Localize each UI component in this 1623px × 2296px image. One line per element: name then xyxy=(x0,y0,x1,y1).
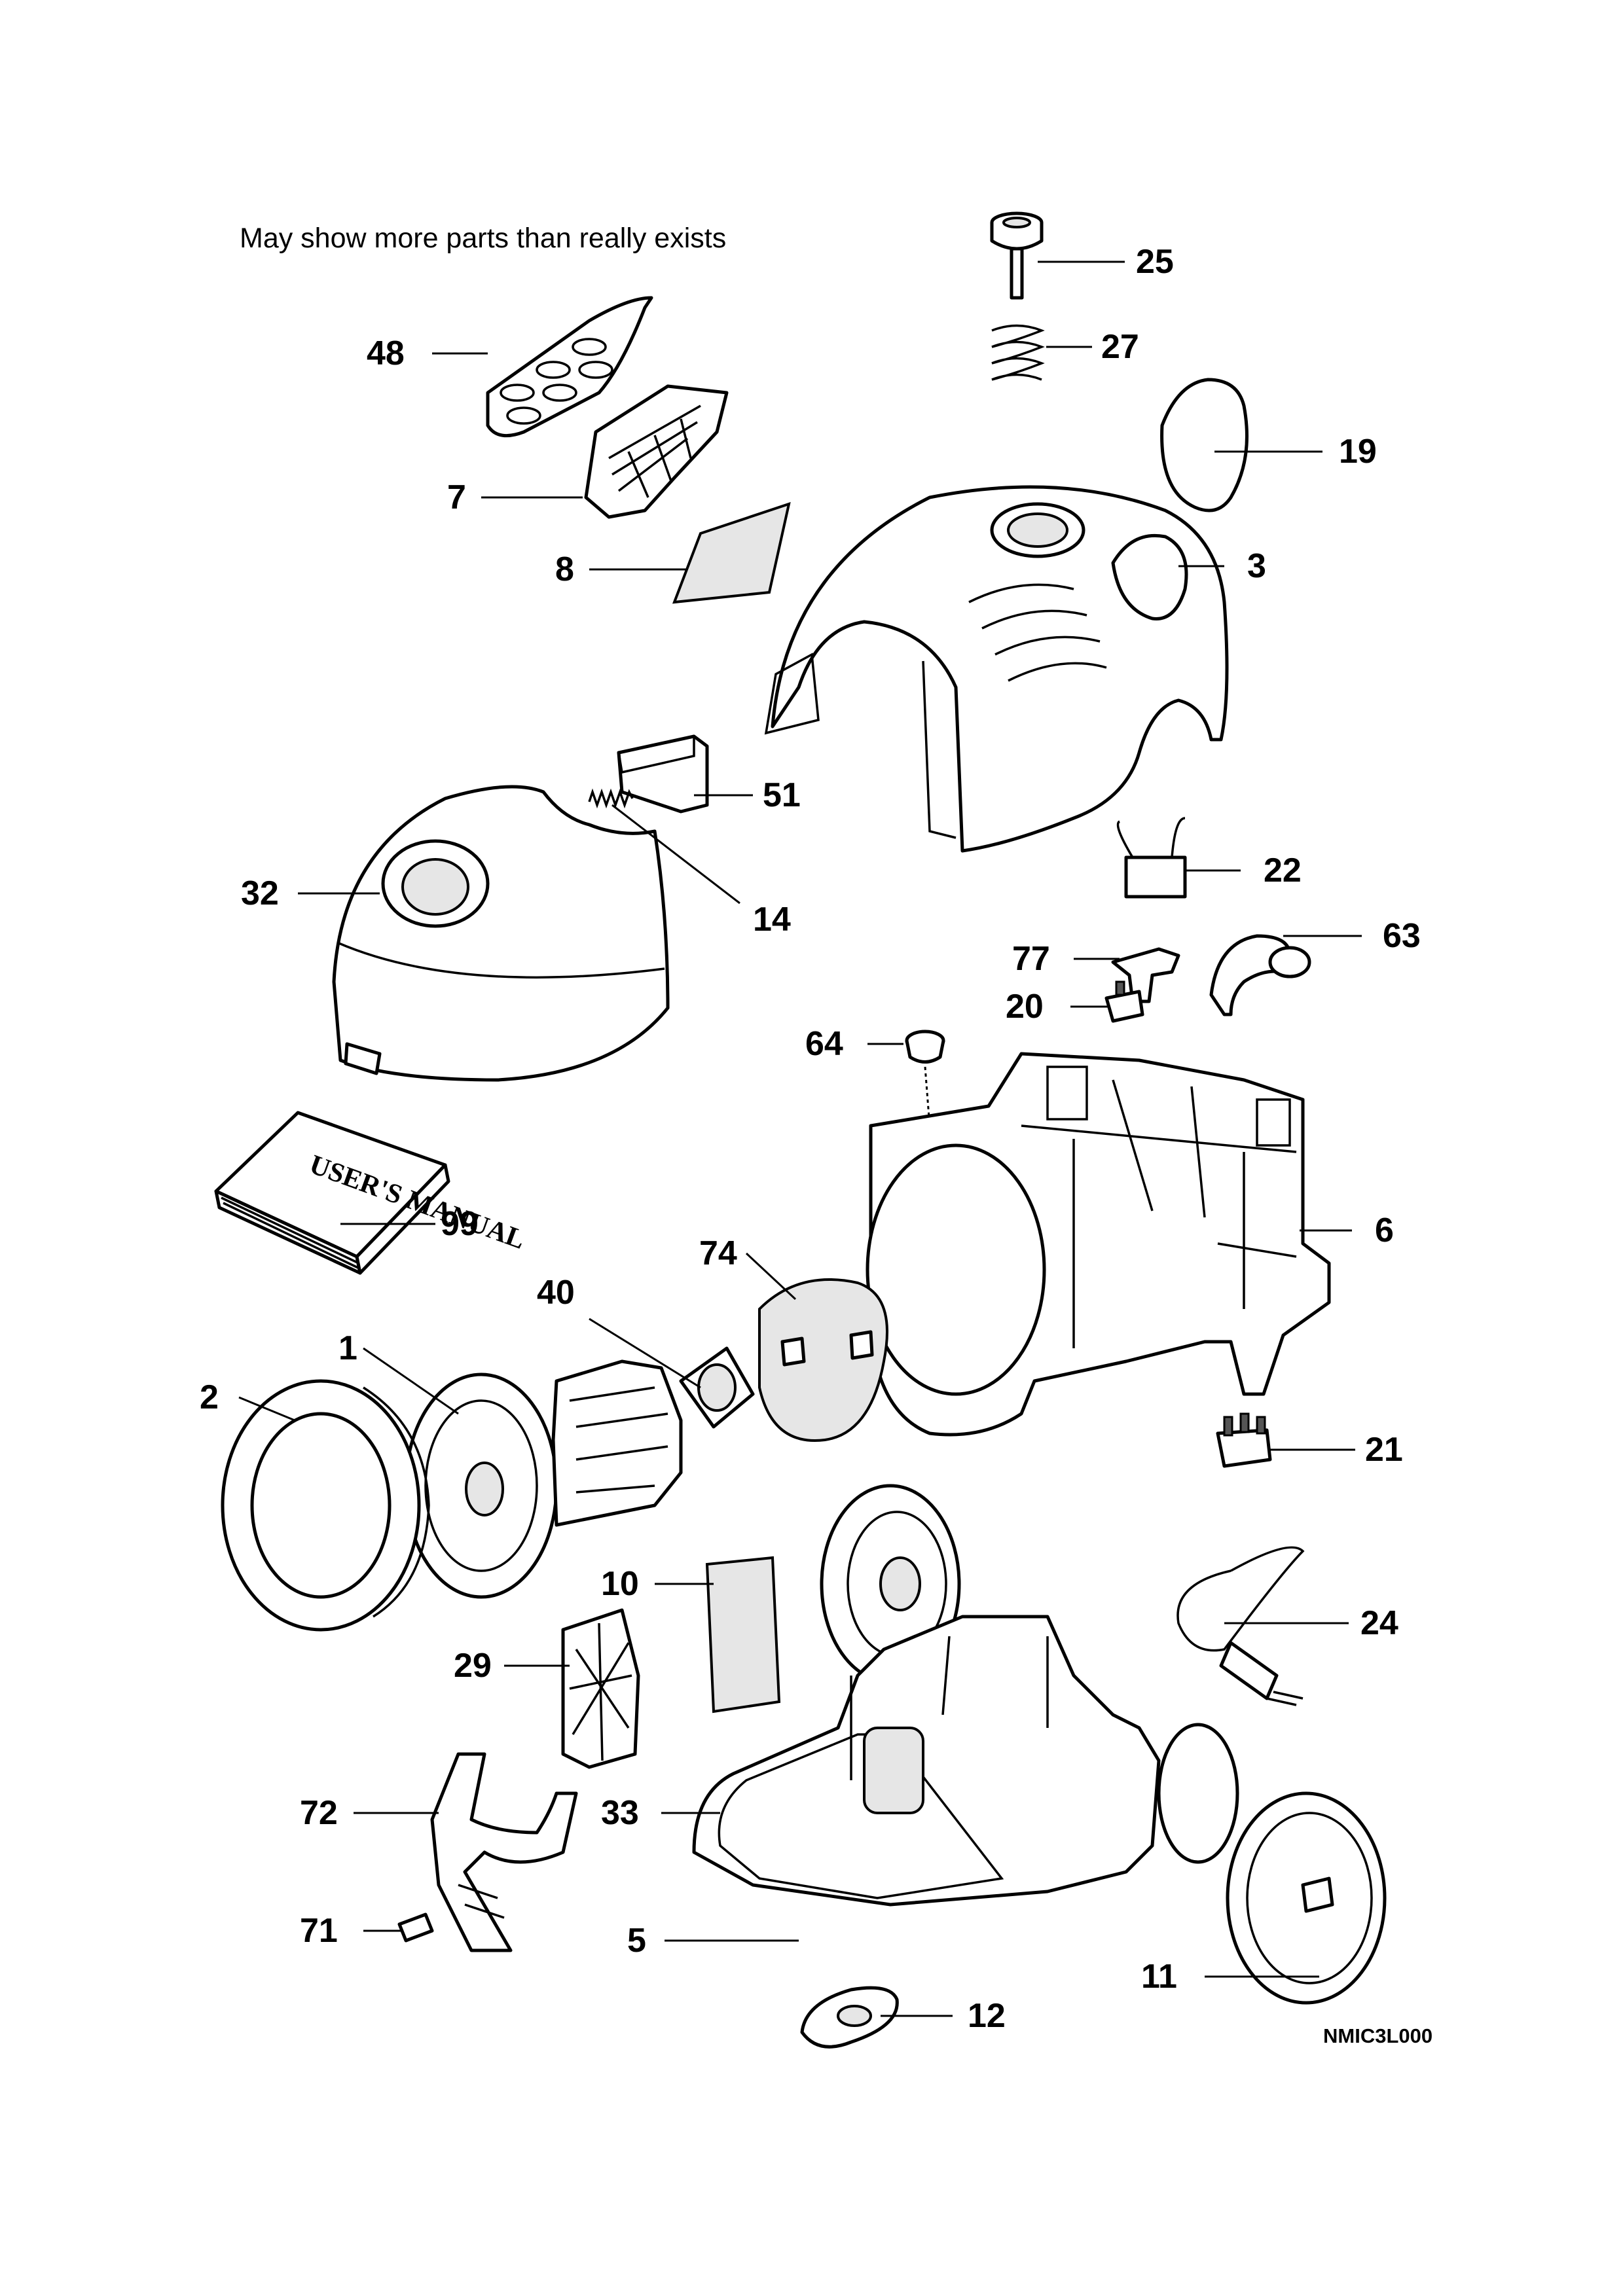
part-25-knob xyxy=(990,211,1044,300)
label-part-25: 25 xyxy=(1136,243,1174,281)
label-part-27: 27 xyxy=(1101,328,1139,366)
label-part-12: 12 xyxy=(968,1997,1006,2035)
part-32-lid xyxy=(332,785,670,1082)
part-21-terminal-block xyxy=(1216,1412,1272,1468)
leader-lines xyxy=(238,260,1362,2017)
part-8-filter-pad xyxy=(672,501,791,604)
part-40-gasket xyxy=(679,1346,755,1429)
label-part-40: 40 xyxy=(537,1274,575,1312)
part-24-power-cord xyxy=(1176,1546,1305,1706)
part-7-filter-holder xyxy=(584,384,729,519)
label-part-19: 19 xyxy=(1339,433,1377,471)
label-part-29: 29 xyxy=(454,1647,492,1685)
part-14-spring xyxy=(588,788,634,809)
part-74-filter-sleeve xyxy=(758,1278,888,1442)
part-20-switch xyxy=(1104,980,1144,1023)
diagram-note: May show more parts than really exists xyxy=(240,223,727,254)
part-22-capacitor xyxy=(1116,817,1187,899)
part-12-release-button xyxy=(800,1986,899,2049)
label-part-48: 48 xyxy=(367,334,405,372)
label-part-72: 72 xyxy=(300,1794,338,1832)
label-part-33: 33 xyxy=(601,1794,639,1832)
part-1-motor xyxy=(404,1359,683,1599)
label-part-8: 8 xyxy=(555,550,574,588)
label-part-3: 3 xyxy=(1247,547,1266,585)
label-part-21: 21 xyxy=(1365,1431,1403,1469)
part-19-cover-button xyxy=(1160,378,1249,512)
label-part-51: 51 xyxy=(763,776,801,814)
part-99-users-manual: USER'S MANUAL xyxy=(214,1111,529,1275)
label-part-14: 14 xyxy=(753,901,791,939)
part-51-latch xyxy=(617,734,709,814)
part-48-grille xyxy=(486,296,653,438)
part-63-cord-holder xyxy=(1209,934,1311,1016)
part-27-spring xyxy=(991,324,1045,381)
label-part-77: 77 xyxy=(1012,940,1050,978)
part-labels: 25 27 48 19 7 3 8 51 22 32 14 77 63 20 6… xyxy=(200,243,1421,2035)
part-29-filter-grille xyxy=(561,1608,640,1769)
part-77-bracket xyxy=(1111,947,1180,1003)
part-3-top-housing xyxy=(764,485,1229,853)
label-part-6: 6 xyxy=(1375,1211,1394,1249)
part-5-base-chassis xyxy=(692,1615,1161,1907)
label-part-24: 24 xyxy=(1360,1604,1398,1642)
label-part-11: 11 xyxy=(1141,1958,1177,1996)
label-part-7: 7 xyxy=(447,478,466,516)
label-part-74: 74 xyxy=(699,1234,737,1272)
label-part-20: 20 xyxy=(1006,988,1044,1026)
part-10-filter-pad xyxy=(705,1556,781,1713)
part-72-handle-clip xyxy=(430,1752,578,1952)
label-part-10: 10 xyxy=(601,1565,639,1603)
label-part-22: 22 xyxy=(1264,852,1302,889)
label-part-63: 63 xyxy=(1383,917,1421,955)
label-part-71: 71 xyxy=(300,1912,338,1950)
label-part-1: 1 xyxy=(338,1329,357,1367)
part-2-motor-ring xyxy=(221,1379,430,1632)
label-part-64: 64 xyxy=(805,1025,843,1063)
diagram-code: NMIC3L000 xyxy=(1323,2024,1433,2047)
part-11-big-wheel xyxy=(1157,1723,1387,2005)
part-6-motor-housing xyxy=(866,1052,1331,1437)
label-part-32: 32 xyxy=(241,874,279,912)
part-71-small-clip xyxy=(397,1912,434,1943)
label-part-5: 5 xyxy=(627,1922,646,1960)
label-part-2: 2 xyxy=(200,1378,219,1416)
label-part-99: 99 xyxy=(441,1205,479,1243)
